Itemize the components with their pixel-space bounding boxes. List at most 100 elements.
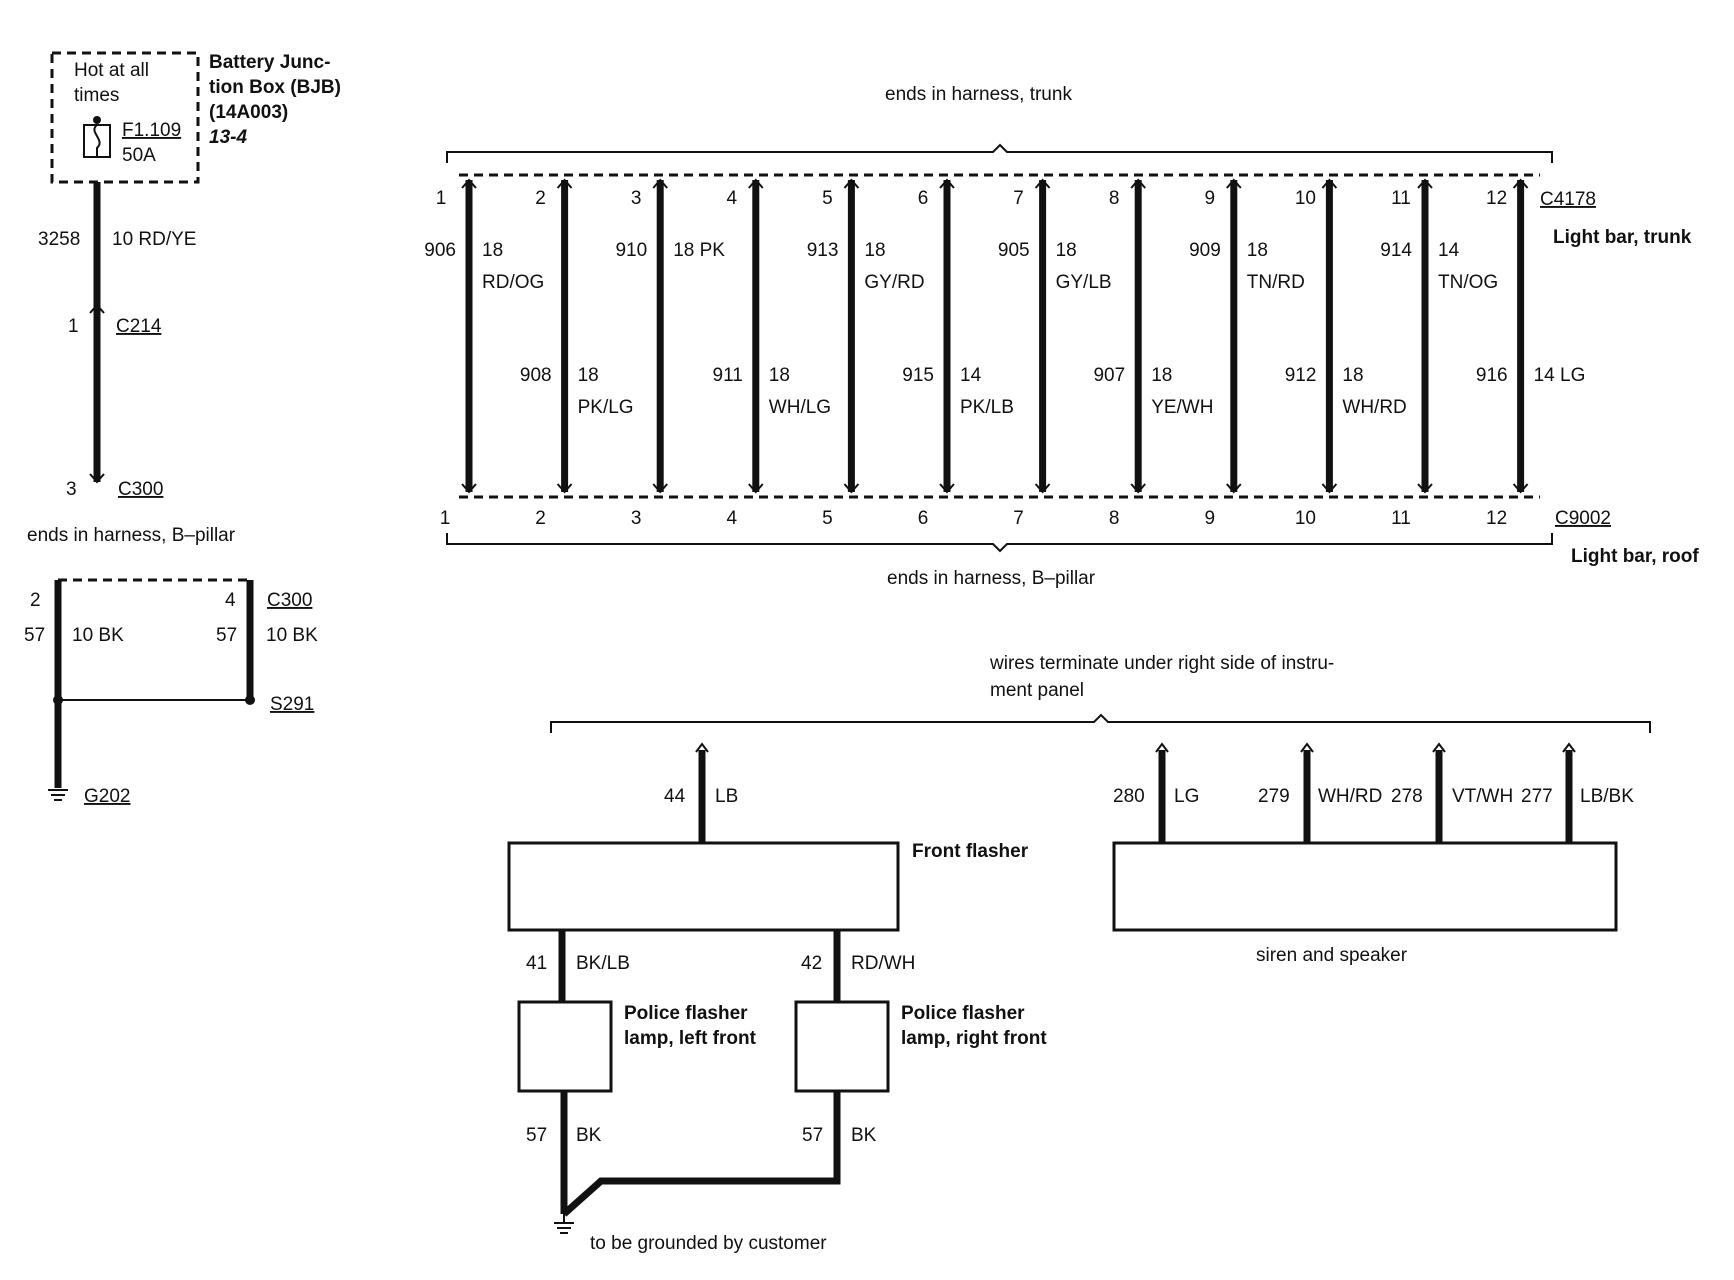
upper-wire-circuit: 913: [807, 240, 839, 261]
splice-label: S291: [270, 694, 314, 715]
c4178-label: C4178: [1540, 189, 1596, 210]
c9002-pin-4: 4: [727, 508, 738, 529]
lamp-right-box: [794, 1000, 890, 1093]
ip-bracket: [550, 713, 1651, 733]
bjb-name-line1: Battery Junc-: [209, 52, 330, 73]
bjb-page-ref: 13-4: [209, 127, 247, 148]
ground-loop-right-wire: 10 BK: [266, 625, 318, 646]
siren-feed-278: [1432, 742, 1446, 843]
c4178-pin-2: 2: [535, 188, 546, 209]
c4178-pin-3: 3: [631, 188, 642, 209]
lower-wire-gauge: 18: [1342, 365, 1363, 386]
upper-wire-color: GY/LB: [1056, 272, 1112, 293]
c4178-pin-7: 7: [1013, 188, 1024, 209]
siren-and-speaker: siren and speaker: [1112, 841, 1618, 966]
splice-dot-left: [53, 695, 63, 705]
c9002-pin-11: 11: [1391, 508, 1411, 529]
c300-label: C300: [118, 479, 163, 500]
c4178-pin-4: 4: [727, 188, 738, 209]
siren-feed-280: [1155, 742, 1169, 843]
c9002-pin-5: 5: [822, 508, 833, 529]
police-flasher-lamp-left: Police flasher lamp, left front: [517, 1000, 757, 1093]
lamp-left-ground-circuit: 57: [526, 1125, 547, 1146]
lamp-right-ground-color: BK: [851, 1125, 877, 1146]
c300-connector-mark: [89, 473, 105, 484]
c4178-pin-11: 11: [1391, 188, 1411, 209]
flasher-out-41-color: BK/LB: [576, 953, 630, 974]
siren-feed-279-color: WH/RD: [1318, 786, 1382, 807]
ground-loop: 2 4 C300 57 10 BK 57 10 BK S291 G202: [24, 578, 318, 807]
customer-ground-note: to be grounded by customer: [590, 1233, 827, 1254]
c4178-desc: Light bar, trunk: [1553, 227, 1692, 248]
c9002-pin-7: 7: [1013, 508, 1024, 529]
flasher-feed-arrow: [695, 742, 709, 753]
light-bar-wire-pin-9: 99: [1205, 178, 1242, 529]
c9002-pin-9: 9: [1205, 508, 1216, 529]
lamp-left-ground-color: BK: [576, 1125, 602, 1146]
siren-label: siren and speaker: [1256, 945, 1408, 966]
front-flasher-label: Front flasher: [912, 841, 1029, 862]
bjb-name-line2: tion Box (BJB): [209, 77, 341, 98]
flasher-out-42-circuit: 42: [801, 953, 822, 974]
light-bar-wire-pin-8: 88: [1109, 178, 1146, 529]
lamp-ground-circuit: 57 BK 57 BK to be grounded by customer: [526, 1091, 877, 1254]
ground-loop-right-circuit: 57: [216, 625, 237, 646]
light-bar-wire-pin-7: 77: [1013, 178, 1051, 529]
c214-connector-mark: [89, 303, 105, 314]
lower-wire-gauge: 18: [1151, 365, 1172, 386]
flasher-feed-color: LB: [715, 786, 738, 807]
customer-ground-icon: [554, 1214, 574, 1234]
front-flasher: Front flasher 41 BK/LB 42 RD/WH: [507, 841, 1029, 1002]
bjb-name-line3: (14A003): [209, 102, 288, 123]
feed-circuit: 3258 10 RD/YE 1 C214 3 C300 ends in harn…: [27, 182, 236, 546]
ground-loop-right-pin: 4: [225, 590, 236, 611]
lamp-left-label-line1: Police flasher: [624, 1003, 748, 1024]
lamp-right-ground-circuit: 57: [802, 1125, 823, 1146]
fuse-rating: 50A: [122, 145, 156, 166]
ip-note-line1: wires terminate under right side of inst…: [989, 653, 1334, 674]
ground-loop-left-pin: 2: [30, 590, 41, 611]
c4178-pin-8: 8: [1109, 188, 1120, 209]
feed-end-note: ends in harness, B–pillar: [27, 525, 236, 546]
siren-feed-279: [1300, 742, 1314, 843]
siren-feed-280-color: LG: [1174, 786, 1199, 807]
instrument-panel-group: wires terminate under right side of inst…: [550, 653, 1651, 843]
front-flasher-box: [507, 841, 900, 932]
lamp-left-box: [517, 1000, 613, 1093]
light-bar-wire-pin-6: 66: [918, 178, 955, 529]
light-bar-wire-pin-11: 11 11: [1391, 178, 1433, 529]
battery-junction-box: Hot at all times F1.109 50A Battery Junc…: [50, 51, 341, 184]
ground-loop-connector: C300: [267, 590, 312, 611]
fuse-icon: [83, 116, 111, 158]
light-bar-wire-pin-5: 55: [822, 178, 860, 529]
siren-feed-277-color: LB/BK: [1580, 786, 1634, 807]
ground-loop-left-wire: 10 BK: [72, 625, 124, 646]
upper-wire-gauge: 18: [864, 240, 885, 261]
police-flasher-lamp-right: Police flasher lamp, right front: [794, 1000, 1047, 1093]
upper-wire-circuit: 910: [615, 240, 647, 261]
upper-wire-color: TN/RD: [1247, 272, 1305, 293]
siren-feed-278-color: VT/WH: [1452, 786, 1513, 807]
siren-box: [1112, 841, 1618, 932]
upper-wire-gauge: 18 PK: [673, 240, 725, 261]
c9002-pin-10: 10: [1295, 508, 1316, 529]
lamp-right-label-line1: Police flasher: [901, 1003, 1025, 1024]
upper-wire-gauge: 14: [1438, 240, 1460, 261]
lamp-left-label-line2: lamp, left front: [624, 1028, 757, 1049]
ground-loop-left-circuit: 57: [24, 625, 45, 646]
light-bar-bottom-note: ends in harness, B–pillar: [887, 568, 1096, 589]
lamp-right-ground-wire: [561, 1091, 841, 1217]
lower-wire-circuit: 911: [713, 365, 743, 386]
c4178-pin-6: 6: [918, 188, 929, 209]
flasher-out-42-color: RD/WH: [851, 953, 915, 974]
c214-pin: 1: [68, 316, 79, 337]
